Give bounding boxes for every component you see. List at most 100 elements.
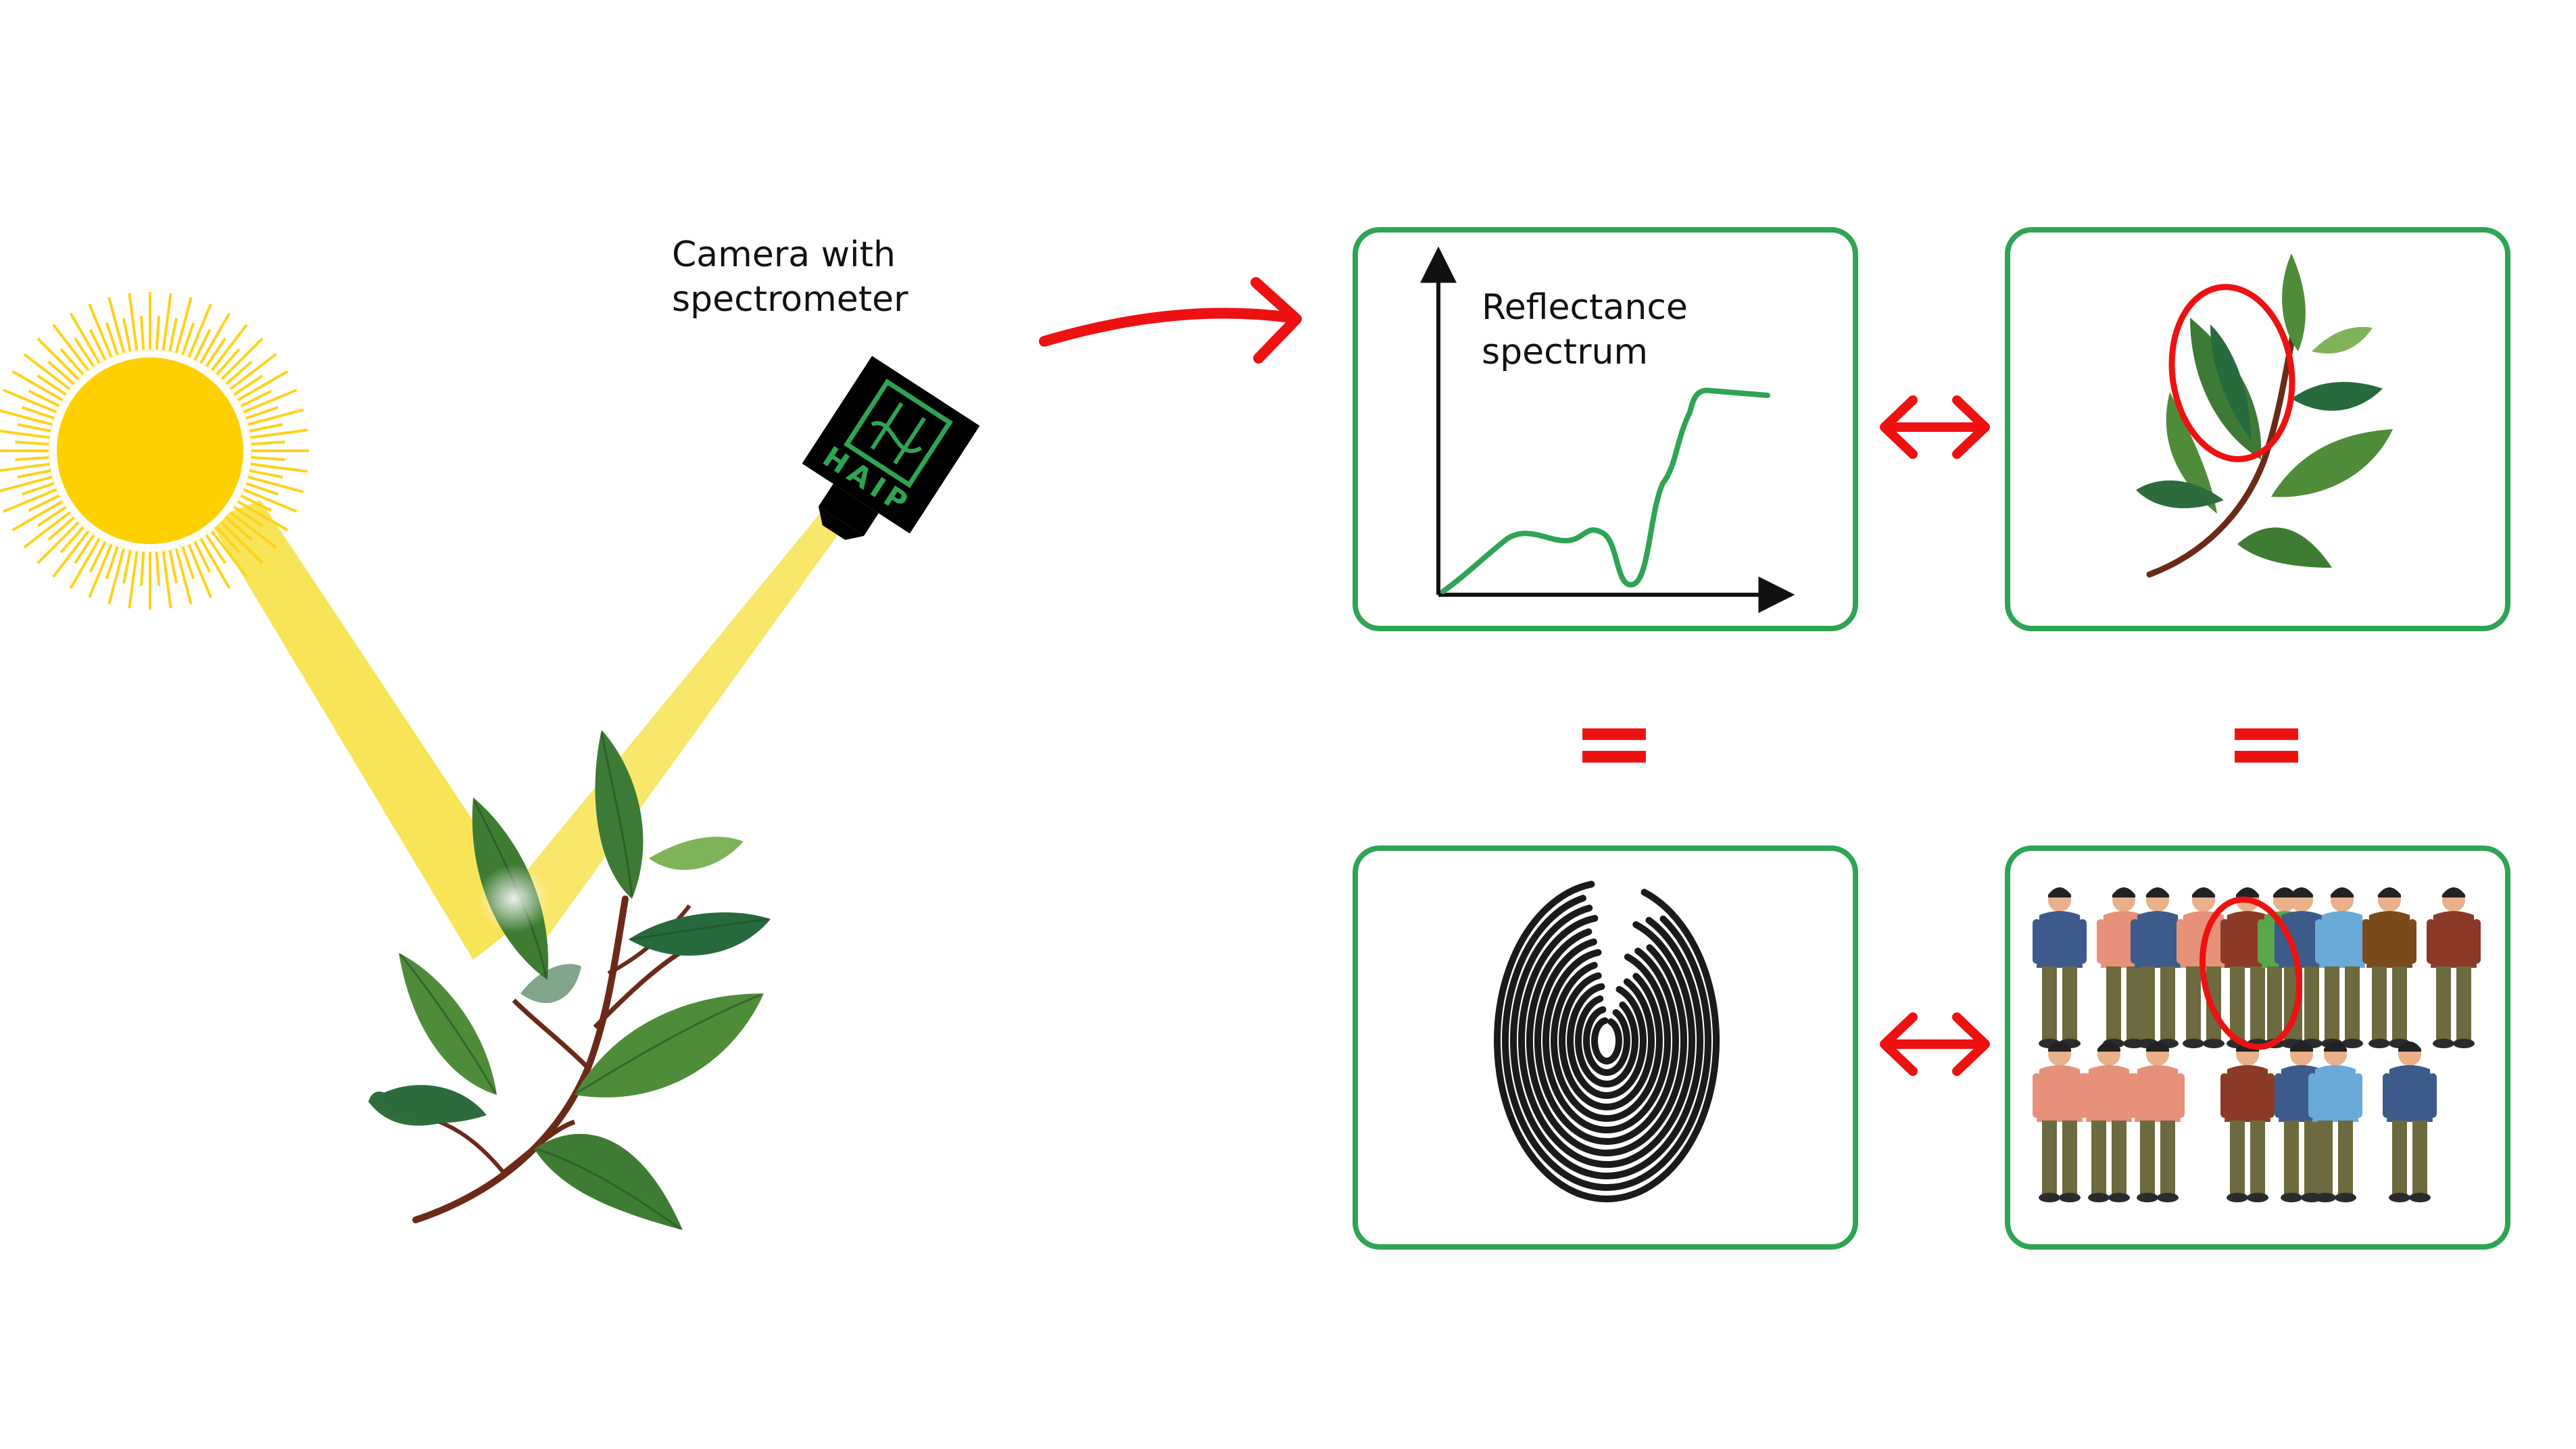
sun-ray — [181, 546, 195, 580]
sun-ray — [21, 482, 55, 496]
sun-ray — [225, 360, 253, 385]
equals-right: = — [2224, 684, 2309, 802]
sun-ray — [250, 462, 308, 473]
sun-ray — [139, 316, 145, 350]
sun-ray — [74, 534, 95, 564]
sun-ray — [233, 506, 264, 527]
sun-ray — [199, 312, 231, 364]
sun-ray — [0, 409, 53, 426]
plant-leaf — [399, 953, 497, 1095]
sun-ray — [210, 530, 248, 578]
sun-ray — [210, 324, 248, 372]
double-arrow-top — [1880, 395, 1990, 459]
sun-ray — [162, 551, 172, 609]
selection-ellipse — [2199, 896, 2303, 1050]
leaf — [2237, 527, 2332, 568]
sun-ray — [249, 469, 283, 478]
light-beams — [210, 500, 848, 960]
sun-ray — [243, 389, 297, 414]
sun-ray — [15, 440, 49, 446]
sun-ray — [37, 506, 67, 527]
plant-leaf — [520, 964, 581, 1004]
sun-ray — [187, 543, 212, 598]
sun-ray — [105, 546, 119, 580]
fingerprint-ridge — [1502, 895, 1711, 1191]
sun-ray — [69, 312, 101, 364]
sun-ray — [11, 370, 64, 401]
fingerprint-ridge — [1567, 983, 1647, 1099]
sun-ray — [199, 537, 231, 589]
sun-ray — [107, 548, 126, 605]
sun-ray — [245, 406, 279, 420]
sun-ray — [89, 328, 107, 361]
sun-ray — [59, 348, 84, 376]
sun-ray — [220, 521, 264, 564]
fingerprint-ridge — [1510, 904, 1703, 1179]
crowd-panel — [2005, 845, 2510, 1250]
sun-ray — [251, 440, 285, 446]
fingerprint-ridge — [1559, 972, 1655, 1110]
fingerprint-ridge — [1542, 949, 1671, 1133]
sun-ray — [251, 456, 285, 462]
fingerprint-ridge — [1518, 914, 1696, 1168]
sun-ray — [155, 316, 161, 350]
spectrum-curve — [1440, 387, 1770, 594]
sun-ray — [15, 456, 49, 462]
sun-ray — [247, 408, 304, 426]
sun-ray — [243, 488, 297, 513]
sun-ray — [155, 551, 161, 586]
fingerprint-panel — [1353, 845, 1858, 1250]
sun-ray — [3, 389, 57, 414]
sun-ray — [205, 337, 226, 368]
fingerprint-ridge — [1494, 881, 1720, 1202]
sun-ray — [181, 322, 195, 355]
sun-ray — [193, 328, 212, 361]
sun-ray — [52, 530, 90, 578]
sun-ray — [193, 541, 212, 573]
sun-ray — [69, 537, 101, 589]
sun-ray — [122, 549, 132, 584]
plant-leaf — [575, 993, 764, 1098]
sun-ray — [229, 511, 277, 549]
sun-icon — [0, 292, 309, 610]
sun-ray — [128, 551, 139, 609]
sun-ray — [216, 348, 241, 376]
leaf — [2282, 253, 2306, 351]
leaf — [2210, 324, 2251, 439]
sun-ray — [17, 423, 51, 433]
sun-ray — [28, 389, 60, 408]
plant-icon — [368, 730, 771, 1230]
spectrum-label-line2: spectrum — [1482, 332, 1648, 372]
plant-leaf — [649, 837, 744, 870]
plant-leaf — [368, 1085, 487, 1123]
sun-ray — [187, 303, 212, 358]
reflected-beam — [504, 504, 848, 946]
sun-ray — [0, 429, 50, 439]
sun-ray — [174, 297, 193, 353]
spectrum-panel: Reflectance spectrum — [1353, 227, 1858, 631]
sun-ray — [168, 318, 178, 352]
sun-ray — [59, 526, 84, 554]
sun-ray — [205, 534, 226, 564]
sun-ray — [52, 324, 90, 372]
sun-ray — [37, 521, 80, 564]
sun-ray — [88, 543, 113, 598]
sun-ray — [237, 370, 289, 401]
sun-ray — [107, 297, 126, 353]
selection-ellipse — [2168, 284, 2295, 462]
sun-ray — [174, 548, 193, 605]
sun-ray — [3, 488, 57, 513]
sun-ray — [250, 428, 308, 439]
sun-ray — [122, 318, 132, 352]
fingerprint-ridge — [1534, 938, 1679, 1145]
plant-leaf — [629, 912, 771, 956]
sunlight-beam — [210, 500, 534, 960]
leaf — [2291, 382, 2383, 411]
fingerprint-icon — [1494, 881, 1720, 1202]
plant-stem — [412, 895, 629, 1223]
sun-ray — [0, 462, 50, 472]
sun-ray — [88, 303, 113, 358]
sun-ray — [168, 549, 178, 584]
camera-label-line1: Camera with — [672, 235, 896, 275]
leaf — [2271, 429, 2393, 497]
